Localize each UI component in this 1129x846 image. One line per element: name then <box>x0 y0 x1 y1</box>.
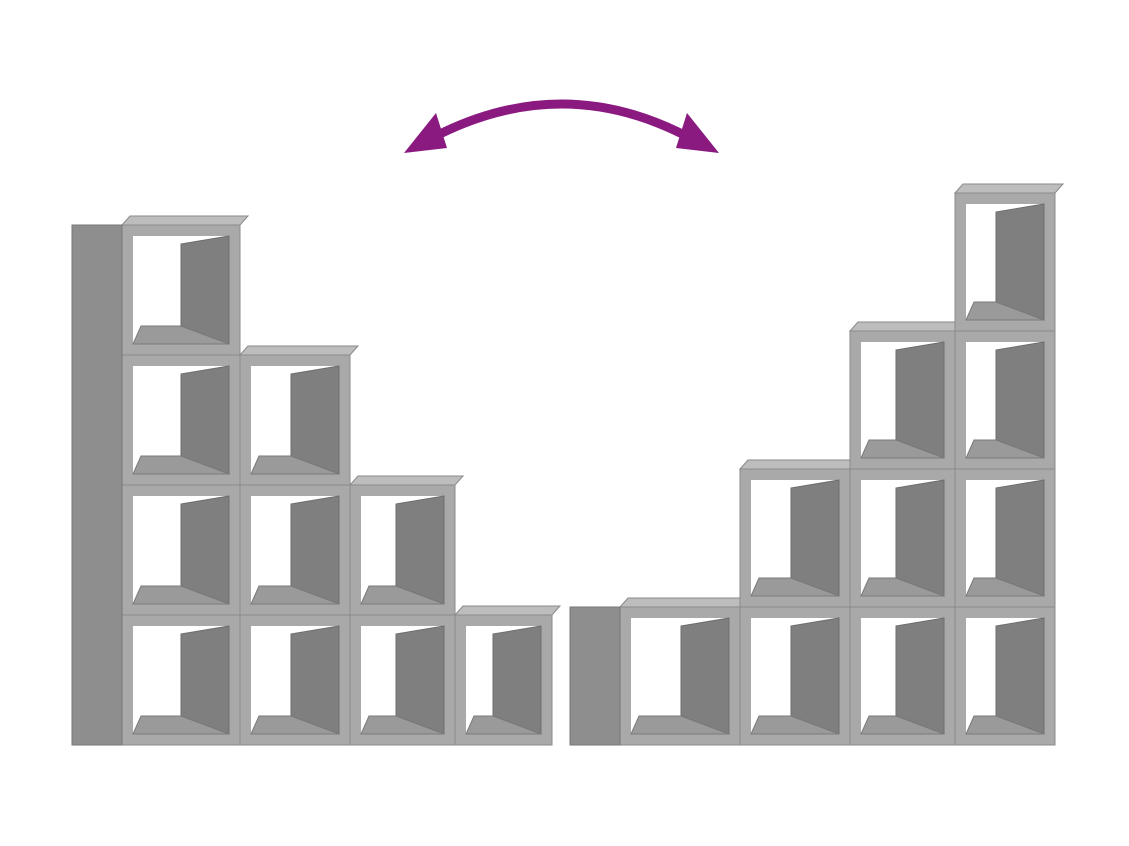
inner-side-panel <box>290 365 340 475</box>
shelf-cube <box>954 330 1056 470</box>
shelf-column <box>848 321 965 746</box>
shelf-floor <box>360 585 445 605</box>
shelf-cube <box>954 468 1056 608</box>
top-panel <box>848 321 965 332</box>
shelf-floor <box>132 455 230 475</box>
shelf-column <box>953 183 1065 746</box>
shelf-cube <box>849 468 956 608</box>
inner-side-panel <box>895 617 945 735</box>
inner-side-panel <box>895 341 945 459</box>
shelf-cube <box>954 606 1056 746</box>
shelf-floor <box>630 715 730 735</box>
shelf-cube <box>349 614 456 746</box>
inner-side-panel <box>180 625 230 735</box>
shelf-floor <box>965 439 1045 459</box>
shelf-column <box>348 475 465 746</box>
inner-side-panel <box>290 625 340 735</box>
top-panel <box>120 215 250 226</box>
shelf-column <box>738 459 860 746</box>
top-panel <box>953 183 1065 194</box>
shelf-floor <box>860 577 945 597</box>
inner-side-panel <box>995 479 1045 597</box>
shelf-column <box>120 215 250 746</box>
right-shelf-unit <box>569 183 1065 746</box>
shelf-floor <box>250 455 340 475</box>
shelf-floor <box>250 585 340 605</box>
inner-side-panel <box>492 625 542 735</box>
shelf-column <box>238 345 360 746</box>
shelf-floor <box>132 325 230 345</box>
shelf-floor <box>132 715 230 735</box>
shelf-floor <box>965 715 1045 735</box>
inner-side-panel <box>395 625 445 735</box>
shelf-floor <box>860 439 945 459</box>
inner-side-panel <box>895 479 945 597</box>
inner-side-panel <box>680 617 730 735</box>
shelf-cube <box>121 354 241 486</box>
inner-side-panel <box>180 235 230 345</box>
shelf-floor <box>465 715 542 735</box>
shelf-floor <box>250 715 340 735</box>
inner-side-panel <box>790 479 840 597</box>
inner-side-panel <box>180 365 230 475</box>
top-panel <box>618 597 750 608</box>
shelf-cube <box>954 192 1056 332</box>
arrow-curve <box>429 99 693 142</box>
shelf-cube <box>739 468 851 608</box>
inner-side-panel <box>995 617 1045 735</box>
shelf-floor <box>750 577 840 597</box>
inner-side-panel <box>290 495 340 605</box>
shelf-cube <box>239 614 351 746</box>
inner-side-panel <box>995 341 1045 459</box>
shelf-cube <box>849 606 956 746</box>
shelf-floor <box>132 585 230 605</box>
shelf-cube <box>121 224 241 356</box>
shelf-cube <box>739 606 851 746</box>
inner-side-panel <box>395 495 445 605</box>
left-shelf-unit <box>71 215 562 746</box>
shelf-cube <box>349 484 456 616</box>
shelf-cube <box>454 614 553 746</box>
shelf-cube <box>619 606 741 746</box>
shelf-column <box>453 605 562 746</box>
shelf-floor <box>860 715 945 735</box>
top-panel <box>238 345 360 356</box>
shelf-cube <box>121 614 241 746</box>
arrow-head-left <box>404 113 447 153</box>
top-panel <box>453 605 562 616</box>
shelf-column <box>618 597 750 746</box>
shelf-floor <box>360 715 445 735</box>
shelf-floor <box>965 301 1045 321</box>
top-panel <box>738 459 860 470</box>
outer-side-panel <box>569 606 621 746</box>
shelf-cube <box>121 484 241 616</box>
double-headed-curved-arrow-icon <box>404 99 719 153</box>
shelf-floor <box>750 715 840 735</box>
shelf-floor <box>965 577 1045 597</box>
top-panel <box>348 475 465 486</box>
inner-side-panel <box>180 495 230 605</box>
shelf-cube <box>239 354 351 486</box>
inner-side-panel <box>790 617 840 735</box>
arrow-head-right <box>676 113 719 153</box>
shelf-cube <box>239 484 351 616</box>
outer-side-panel <box>71 224 123 746</box>
shelf-cube <box>849 330 956 470</box>
inner-side-panel <box>995 203 1045 321</box>
